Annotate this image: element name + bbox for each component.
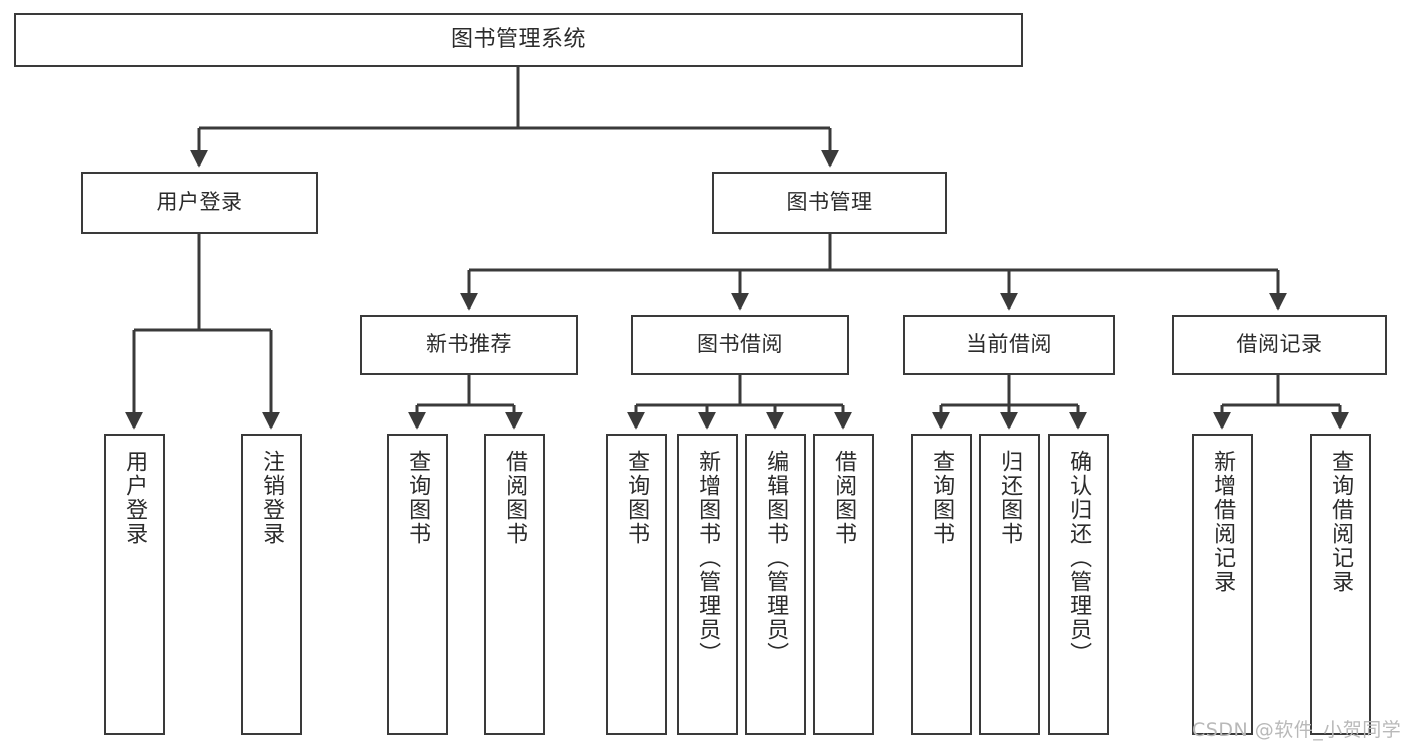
leaf-new-book-borrow[interactable]: 借阅图书: [484, 434, 545, 735]
leaf-new-book-query[interactable]: 查询图书: [387, 434, 448, 735]
node-label: 图书借阅: [697, 332, 783, 357]
node-label: 归还图书: [997, 450, 1023, 546]
node-label: 当前借阅: [966, 332, 1052, 357]
node-label: 注销登录: [259, 450, 285, 546]
node-root-system[interactable]: 图书管理系统: [14, 13, 1023, 67]
node-new-book-recommend[interactable]: 新书推荐: [360, 315, 578, 375]
node-label: 查询图书: [624, 450, 650, 546]
node-label: 新增借阅记录: [1210, 450, 1236, 594]
node-label: 借阅记录: [1236, 332, 1323, 357]
node-label: 用户登录: [156, 190, 243, 215]
node-label: 新增图书（管理员）: [695, 450, 721, 666]
node-label: 用户登录: [122, 450, 148, 546]
node-label: 图书管理系统: [450, 26, 586, 52]
leaf-record-add-record[interactable]: 新增借阅记录: [1192, 434, 1253, 735]
node-current-borrow[interactable]: 当前借阅: [903, 315, 1115, 375]
leaf-borrow-add-book-admin[interactable]: 新增图书（管理员）: [677, 434, 738, 735]
leaf-borrow-query-book[interactable]: 查询图书: [606, 434, 667, 735]
leaf-current-return-book[interactable]: 归还图书: [979, 434, 1040, 735]
leaf-current-confirm-return-admin[interactable]: 确认归还（管理员）: [1048, 434, 1109, 735]
leaf-borrow-borrow-book[interactable]: 借阅图书: [813, 434, 874, 735]
node-label: 借阅图书: [831, 450, 857, 546]
node-label: 新书推荐: [426, 332, 512, 357]
leaf-user-login-signin[interactable]: 用户登录: [104, 434, 165, 735]
node-label: 编辑图书（管理员）: [763, 450, 789, 666]
node-borrow-record[interactable]: 借阅记录: [1172, 315, 1387, 375]
leaf-borrow-edit-book-admin[interactable]: 编辑图书（管理员）: [745, 434, 806, 735]
node-label: 查询图书: [929, 450, 955, 546]
node-user-login[interactable]: 用户登录: [81, 172, 318, 234]
leaf-current-query-book[interactable]: 查询图书: [911, 434, 972, 735]
leaf-record-query-record[interactable]: 查询借阅记录: [1310, 434, 1371, 735]
leaf-user-login-signout[interactable]: 注销登录: [241, 434, 302, 735]
node-label: 查询借阅记录: [1328, 450, 1354, 594]
node-label: 查询图书: [405, 450, 431, 546]
node-label: 确认归还（管理员）: [1066, 450, 1092, 666]
node-book-borrow[interactable]: 图书借阅: [631, 315, 849, 375]
node-label: 借阅图书: [502, 450, 528, 546]
node-label: 图书管理: [786, 190, 873, 215]
csdn-watermark: CSDN @软件_小贺同学: [1192, 719, 1402, 741]
node-book-management[interactable]: 图书管理: [712, 172, 947, 234]
